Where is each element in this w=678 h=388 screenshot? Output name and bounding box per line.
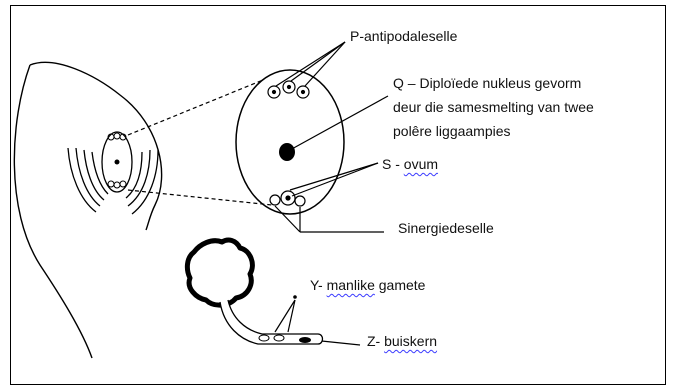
- label-y-prefix: Y-: [310, 277, 327, 293]
- label-y-suffix: gamete: [375, 277, 426, 293]
- embryo-sac-enlarged: [236, 70, 344, 214]
- small-egg-apparatus: [108, 181, 126, 188]
- integument-right: [126, 150, 158, 214]
- antipodal-cells: [268, 81, 309, 98]
- y-pointer-dot: [293, 295, 297, 299]
- label-y-word: manlike: [327, 277, 375, 293]
- ovule-outer-outline-left: [14, 65, 92, 358]
- label-p-antipodal: P-antipodaleselle: [350, 26, 457, 46]
- label-s-ovum: S - ovum: [382, 154, 438, 174]
- label-s-prefix: S -: [382, 156, 404, 172]
- label-y-gamete: Y- manlike gamete: [310, 275, 425, 295]
- label-z-tube-nucleus: Z- buiskern: [367, 331, 437, 351]
- pointer-lines: [275, 42, 388, 345]
- label-s-word: ovum: [404, 156, 438, 172]
- label-q-line1: Q – Diploïede nukleus gevorm: [393, 73, 581, 93]
- label-z-prefix: Z-: [367, 333, 384, 349]
- label-z-word: buiskern: [384, 333, 437, 349]
- diploid-nucleus: [279, 143, 295, 161]
- small-nucleus: [115, 160, 120, 165]
- tube-nucleus: [299, 337, 311, 343]
- label-sinergiede: Sinergiedeselle: [398, 218, 494, 238]
- pollen-grain: [187, 240, 252, 305]
- label-q-line2: deur die samesmelting van twee: [393, 97, 594, 117]
- small-antipodal-cells: [108, 133, 126, 140]
- label-q-line3: polêre liggaampies: [393, 121, 511, 141]
